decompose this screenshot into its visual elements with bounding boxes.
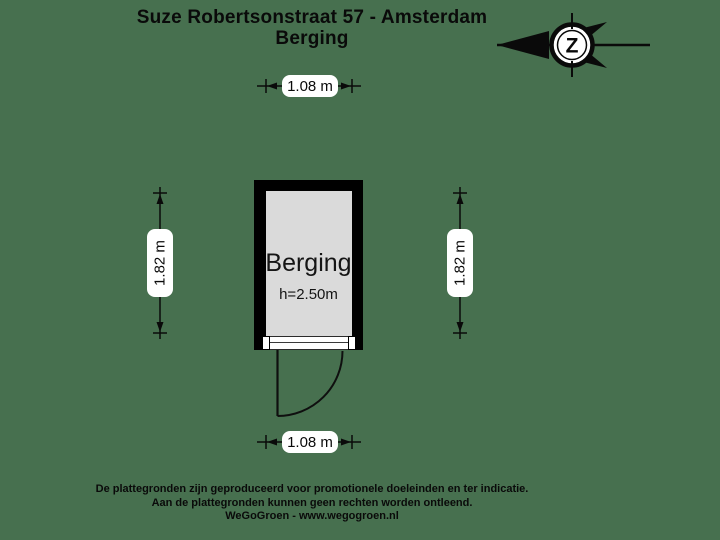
footer-line-1: De plattegronden zijn geproduceerd voor … xyxy=(95,483,529,495)
room-floor xyxy=(266,191,352,336)
door-threshold xyxy=(262,336,356,350)
door-jamb-right xyxy=(348,336,356,350)
dimension-top: 1.08 m xyxy=(257,75,361,97)
footer-disclaimer: De plattegronden zijn geproduceerd voor … xyxy=(0,483,624,524)
dimension-right: 1.82 m xyxy=(447,187,473,339)
footer-line-2: Aan de plattegronden kunnen geen rechten… xyxy=(151,496,473,509)
page-subtitle: Berging xyxy=(275,28,349,49)
page-title: Suze Robertsonstraat 57 - Amsterdam xyxy=(136,7,488,28)
dimension-left-label: 1.82 m xyxy=(152,240,169,286)
dimension-left: 1.82 m xyxy=(147,187,173,339)
dimension-top-label: 1.08 m xyxy=(287,78,333,95)
compass-inner-ring xyxy=(556,29,588,61)
compass-north-arrow-icon: Z xyxy=(497,13,650,77)
door-swing xyxy=(276,350,344,417)
title-block: Suze Robertsonstraat 57 - Amsterdam Berg… xyxy=(0,7,624,49)
dimension-bottom-label: 1.08 m xyxy=(287,434,333,451)
door-jamb-left xyxy=(262,336,270,350)
room-height-label: h=2.50m xyxy=(279,286,338,303)
door-sill-line xyxy=(262,342,356,343)
dimension-bottom: 1.08 m xyxy=(257,431,361,453)
door-swing-arc xyxy=(277,350,344,417)
room-name-label: Berging xyxy=(265,249,352,277)
dimension-right-label: 1.82 m xyxy=(452,240,469,286)
footer-line-3: WeGoGroen - www.wegogroen.nl xyxy=(225,510,399,522)
compass-letter: Z xyxy=(566,35,579,58)
